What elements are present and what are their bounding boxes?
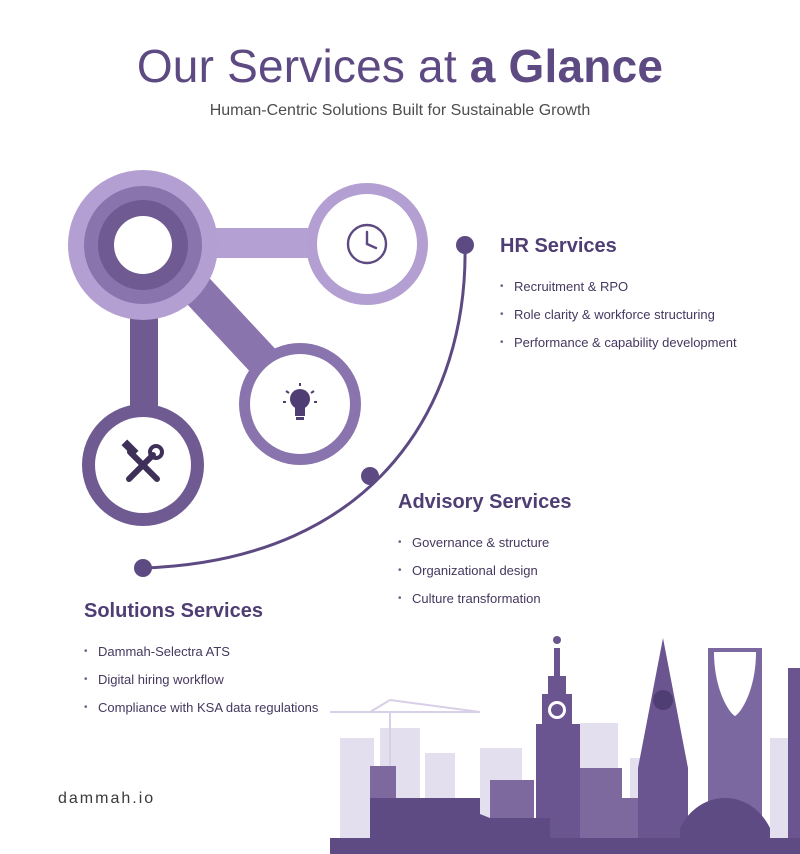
lightbulb-icon: [283, 383, 317, 420]
list-item: Digital hiring workflow: [84, 666, 318, 694]
advisory-services-title: Advisory Services: [398, 491, 572, 513]
solutions-services-section: Solutions Services Dammah-Selectra ATS D…: [84, 598, 318, 722]
page-subtitle: Human-Centric Solutions Built for Sustai…: [209, 102, 591, 119]
title-regular: Our Services at: [136, 40, 470, 92]
list-item: Compliance with KSA data regulations: [84, 694, 318, 722]
clock-node: [306, 183, 428, 305]
advisory-services-list: Governance & structure Organizational de…: [398, 529, 571, 613]
timeline-dot-solutions: [134, 559, 152, 577]
tools-icon: [121, 439, 164, 482]
hr-services-list: Recruitment & RPO Role clarity & workfor…: [500, 273, 737, 357]
advisory-services-section: Advisory Services Governance & structure…: [398, 489, 571, 613]
timeline-dot-hr: [456, 236, 474, 254]
title-bold: a Glance: [469, 40, 664, 92]
list-item: Recruitment & RPO: [500, 273, 737, 301]
list-item: Governance & structure: [398, 529, 571, 557]
city-skyline-illustration: [330, 636, 800, 854]
bulb-node: [239, 343, 361, 465]
page-title: Our Services at a Glance: [0, 36, 800, 96]
clock-icon: [346, 223, 388, 265]
hr-services-title: HR Services: [500, 235, 617, 257]
list-item: Performance & capability development: [500, 329, 737, 357]
tools-node: [82, 404, 204, 526]
list-item: Dammah-Selectra ATS: [84, 638, 318, 666]
hr-services-section: HR Services Recruitment & RPO Role clari…: [500, 233, 737, 357]
footer-site-link[interactable]: dammah.io: [58, 790, 156, 807]
timeline-dot-advisory: [361, 467, 379, 485]
hub-circle: [68, 170, 218, 320]
solutions-services-list: Dammah-Selectra ATS Digital hiring workf…: [84, 638, 318, 722]
timeline-arc: [142, 244, 467, 570]
list-item: Culture transformation: [398, 585, 571, 613]
list-item: Organizational design: [398, 557, 571, 585]
list-item: Role clarity & workforce structuring: [500, 301, 737, 329]
solutions-services-title: Solutions Services: [84, 600, 263, 622]
